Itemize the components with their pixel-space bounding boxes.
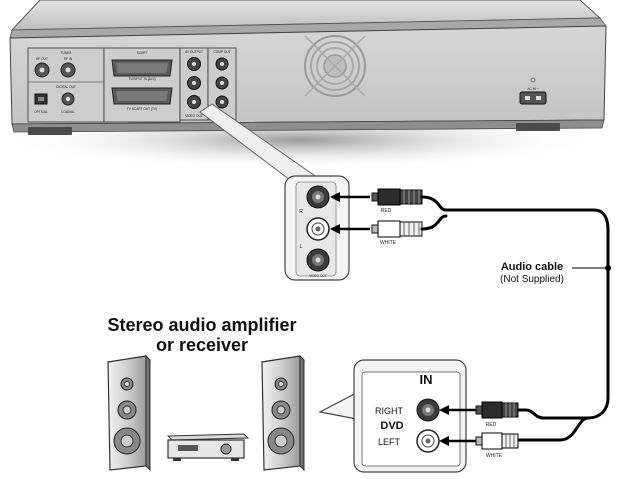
top-red-plug bbox=[377, 188, 401, 206]
amplifier-title-line2: or receiver bbox=[156, 335, 248, 355]
tuner-section bbox=[27, 47, 105, 123]
top-white-label: WHITE bbox=[380, 240, 397, 246]
bottom-white-label: WHITE bbox=[486, 453, 503, 459]
av-output-label: AV OUTPUT bbox=[185, 50, 203, 54]
cable-label-dot bbox=[605, 265, 611, 271]
digital-out-label: DIGITAL OUT bbox=[56, 85, 76, 89]
bottom-red-plug bbox=[481, 401, 503, 419]
zoom-video-out-label: VIDEO OUT bbox=[309, 274, 327, 278]
right-speaker bbox=[260, 354, 306, 472]
bottom-red-label: RED bbox=[486, 422, 497, 428]
amplifier-unit bbox=[166, 433, 250, 461]
rf-in-label: RF IN bbox=[64, 57, 73, 61]
top-plugs: RED WHITE bbox=[330, 188, 423, 246]
amp-dvd-label: DVD bbox=[380, 420, 403, 432]
scart-bottom-label: TV SCART OUT (TV) bbox=[127, 107, 157, 111]
comp-out-label: COMP OUT bbox=[213, 50, 230, 54]
optical-label: OPTICAL bbox=[34, 110, 48, 114]
audio-cable bbox=[420, 195, 610, 442]
video-out-small-label: VIDEO OUT bbox=[185, 114, 203, 118]
scart-top-label: TV/INPUT IN (AV2) bbox=[128, 77, 155, 81]
tuner-label: TUNER bbox=[61, 51, 73, 55]
dvd-foot-right bbox=[516, 123, 560, 131]
amplifier-title-line1: Stereo audio amplifier bbox=[107, 315, 296, 335]
scart-label: SCART bbox=[137, 51, 148, 55]
top-white-plug bbox=[377, 220, 401, 238]
audio-cable-note: (Not Supplied) bbox=[500, 274, 564, 285]
zoom-callout: R L VIDEO OUT bbox=[199, 103, 350, 281]
coaxial-label: COAXIAL bbox=[61, 110, 75, 114]
top-red-label: RED bbox=[381, 208, 392, 214]
amp-input-callout: IN RIGHT DVD LEFT bbox=[318, 359, 467, 473]
amp-in-label: IN bbox=[420, 372, 433, 387]
dvd-player: TUNER RF OUT RF IN DIGITAL OUT OPTICAL C… bbox=[0, 0, 607, 170]
audio-cable-title: Audio cable bbox=[501, 261, 563, 273]
left-speaker bbox=[106, 354, 152, 472]
dvd-foot-left bbox=[28, 127, 72, 135]
dvd-bottom-rim bbox=[11, 119, 605, 133]
zoom-r-label: R bbox=[299, 209, 303, 215]
bottom-white-plug bbox=[481, 432, 503, 450]
amp-left-label: LEFT bbox=[378, 437, 401, 447]
cooling-fan bbox=[304, 35, 366, 97]
ac-in-label: AC IN ~ bbox=[527, 87, 538, 91]
ac-inlet bbox=[519, 91, 547, 105]
zoom-l-label: L bbox=[300, 244, 303, 250]
rf-out-label: RF OUT bbox=[36, 57, 48, 61]
amp-right-label: RIGHT bbox=[375, 406, 404, 416]
bottom-plugs: RED WHITE bbox=[439, 401, 519, 459]
